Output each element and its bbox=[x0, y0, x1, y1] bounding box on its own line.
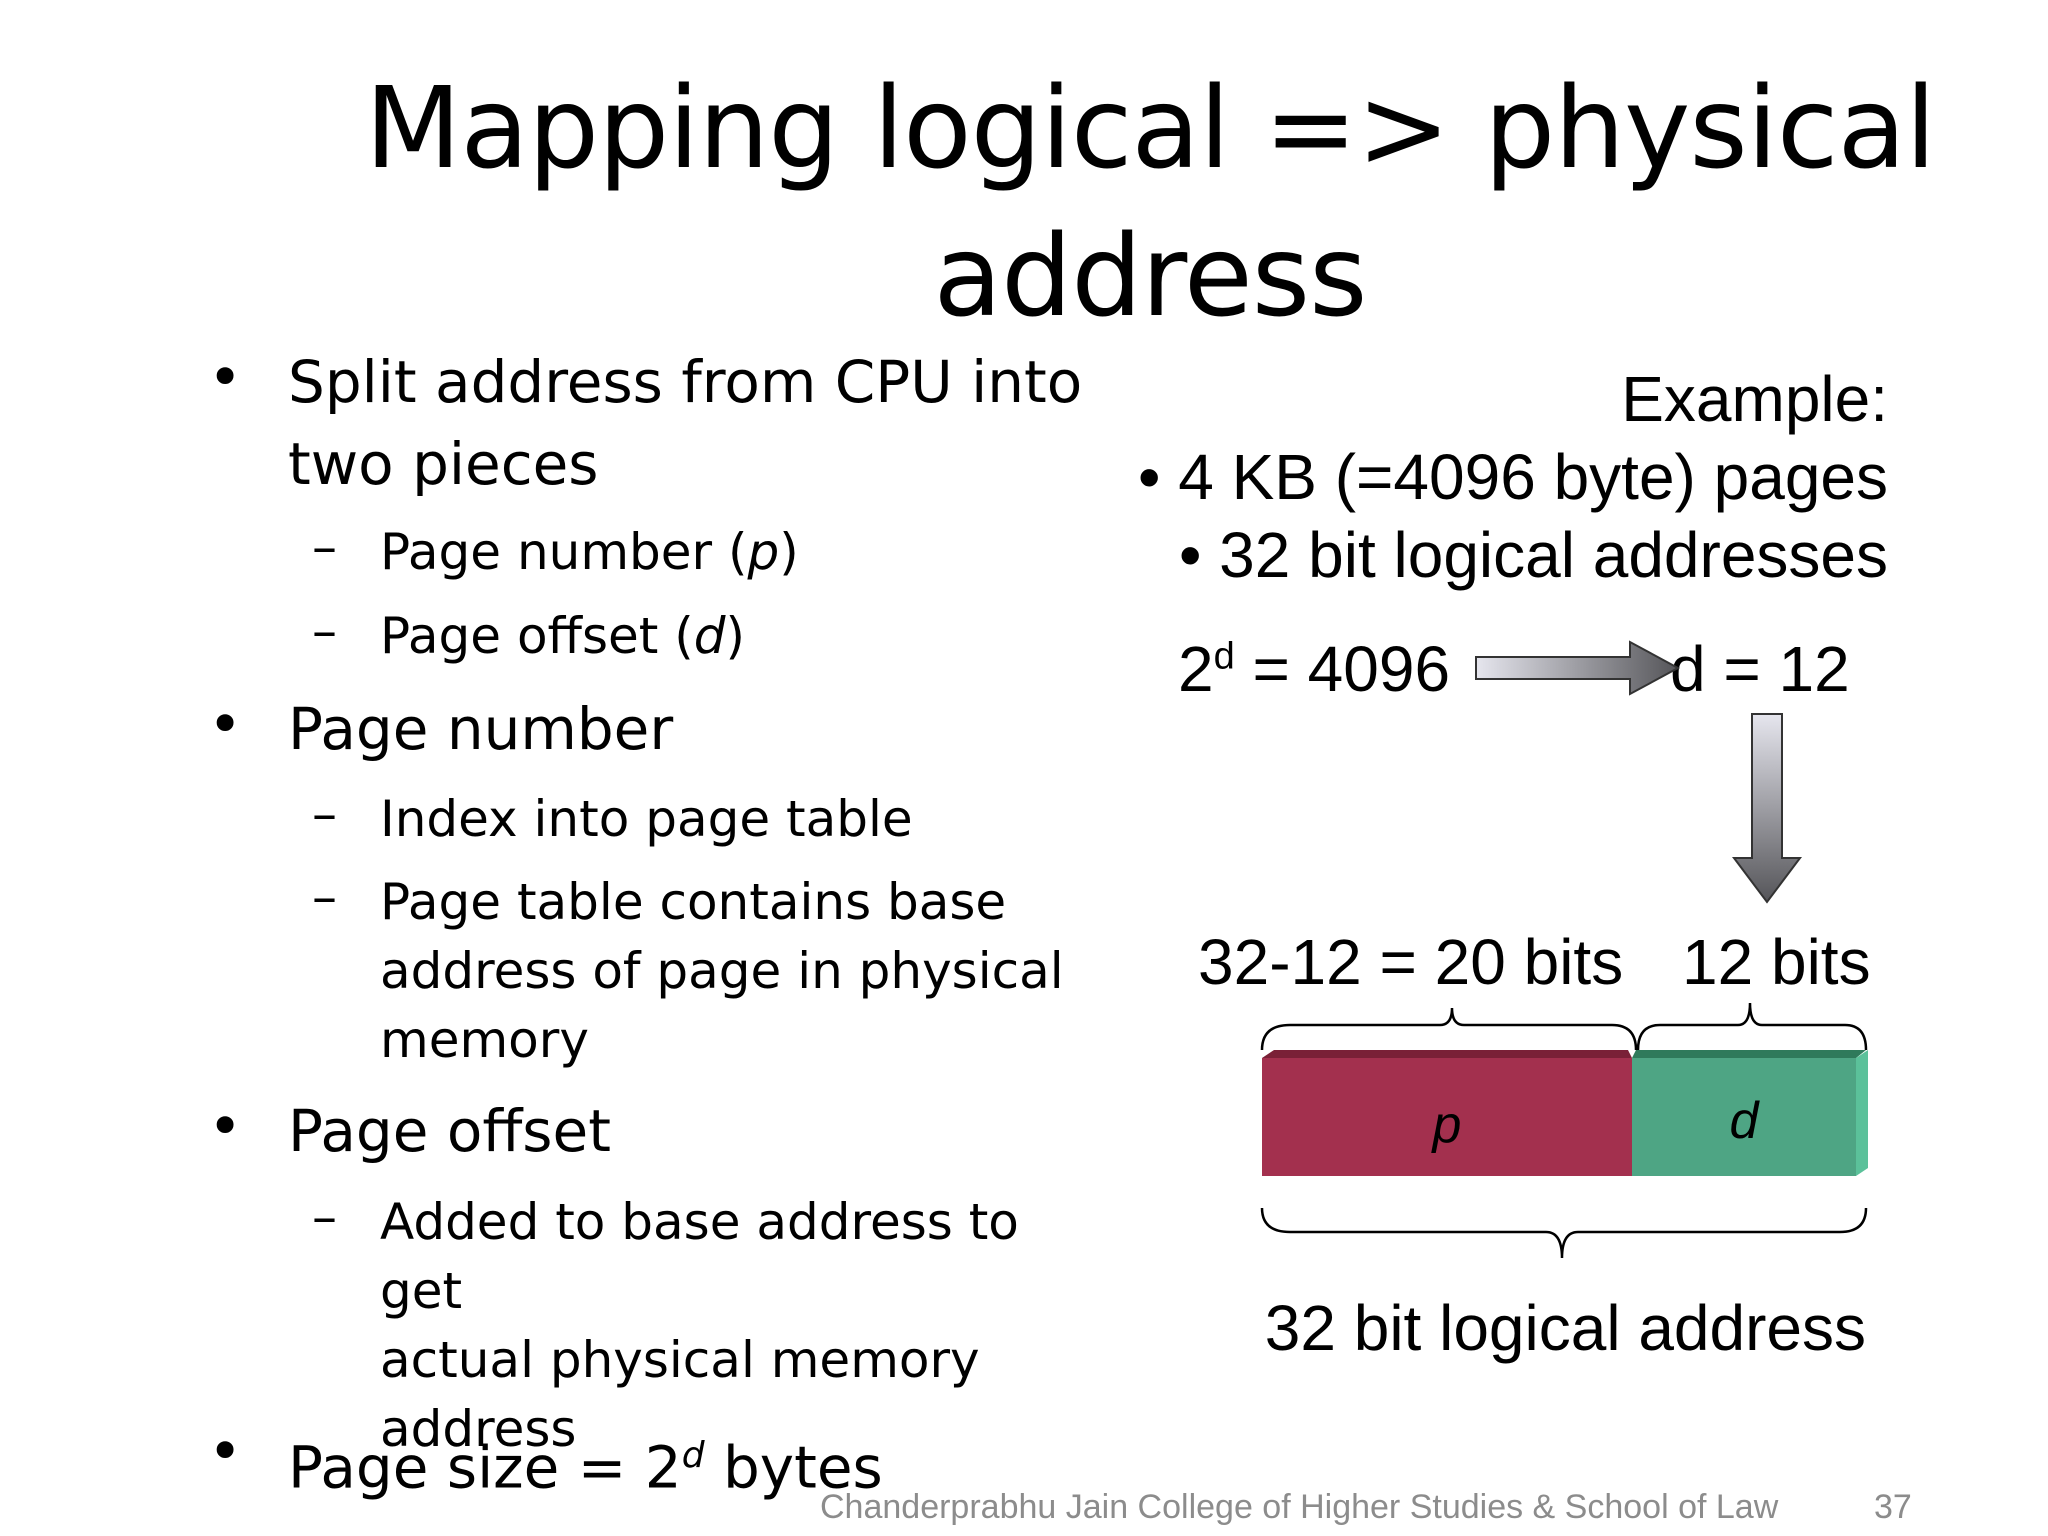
bullet-split-address: Split address from CPU into two pieces bbox=[288, 341, 1082, 505]
dash: – bbox=[312, 868, 337, 926]
sub-page-offset: Page offset (d) bbox=[380, 607, 746, 665]
page-size-prefix: Page size = 2 bbox=[288, 1433, 682, 1502]
eq-base: 2 bbox=[1178, 633, 1214, 705]
bullet-dot: • bbox=[208, 343, 243, 411]
p-field bbox=[1262, 1058, 1632, 1176]
left-bullet-list: • Split address from CPU into two pieces… bbox=[208, 341, 1100, 1508]
d-box-top bbox=[1632, 1050, 1866, 1058]
p-box-top bbox=[1262, 1050, 1632, 1058]
sub-added-line2: actual physical memory bbox=[380, 1331, 980, 1389]
bullet-dot: • bbox=[208, 1092, 243, 1160]
d-label: d bbox=[1730, 1092, 1761, 1150]
title-line-2: address bbox=[933, 212, 1367, 342]
dash: – bbox=[312, 518, 337, 576]
d-box-side bbox=[1856, 1050, 1868, 1176]
sub-added-to-base: Added to base address to get actual phys… bbox=[380, 1188, 1100, 1464]
dash: – bbox=[312, 602, 337, 660]
eq-rest: = 4096 bbox=[1234, 633, 1451, 705]
bullet-page-offset: Page offset bbox=[288, 1097, 611, 1165]
sub-page-table-line2: address of page in physical bbox=[380, 942, 1064, 1000]
sub-added-line1: Added to base address to get bbox=[380, 1193, 1019, 1320]
example-heading: Example: bbox=[1621, 363, 1888, 435]
example-line-address-width: • 32 bit logical addresses bbox=[1178, 519, 1888, 591]
p-label: p bbox=[1431, 1096, 1462, 1154]
bullet-dot: • bbox=[208, 1417, 243, 1485]
sub-page-table-contains: Page table contains base address of page… bbox=[380, 868, 1064, 1075]
sub-added-line3: address bbox=[380, 1400, 577, 1458]
bullet-page-size: Page size = 2d bytes bbox=[288, 1415, 883, 1508]
brace-20-bits bbox=[1260, 1007, 1638, 1051]
bullet-dot: • bbox=[208, 690, 243, 758]
equation-2d-4096: 2d = 4096 bbox=[1178, 632, 1450, 706]
footer-institution: Chanderprabhu Jain College of Higher Stu… bbox=[820, 1488, 1779, 1526]
title-line-1: Mapping logical => physical bbox=[364, 64, 1936, 194]
example-line-page-size: • 4 KB (=4096 byte) pages bbox=[1138, 441, 1888, 513]
label-12-bits: 12 bits bbox=[1682, 926, 1871, 998]
slide-number: 37 bbox=[1874, 1488, 1912, 1526]
eq-exponent: d bbox=[1213, 635, 1235, 678]
d-field bbox=[1632, 1058, 1856, 1176]
bullet-split-address-line2: two pieces bbox=[288, 430, 599, 498]
slide-title: Mapping logical => physical address bbox=[300, 55, 2000, 351]
page-size-suffix: bytes bbox=[704, 1433, 883, 1502]
sub-page-number: Page number (p) bbox=[380, 523, 799, 581]
down-arrow-icon bbox=[1732, 713, 1802, 904]
brace-12-bits bbox=[1636, 1002, 1868, 1051]
bullet-page-number: Page number bbox=[288, 695, 674, 763]
label-32-bit-address: 32 bit logical address bbox=[1265, 1292, 1866, 1364]
sub-page-table-line1: Page table contains base bbox=[380, 873, 1007, 931]
bullet-split-address-line1: Split address from CPU into bbox=[288, 348, 1083, 416]
brace-32-bits bbox=[1260, 1207, 1868, 1259]
label-20-bits: 32-12 = 20 bits bbox=[1198, 926, 1623, 998]
page-size-exponent: d bbox=[681, 1435, 705, 1476]
right-arrow-icon bbox=[1475, 640, 1681, 696]
equation-d-12: d = 12 bbox=[1670, 633, 1850, 705]
sub-page-table-line3: memory bbox=[380, 1011, 589, 1069]
sub-index-page-table: Index into page table bbox=[380, 790, 913, 848]
dash: – bbox=[312, 785, 337, 843]
dash: – bbox=[312, 1188, 337, 1246]
